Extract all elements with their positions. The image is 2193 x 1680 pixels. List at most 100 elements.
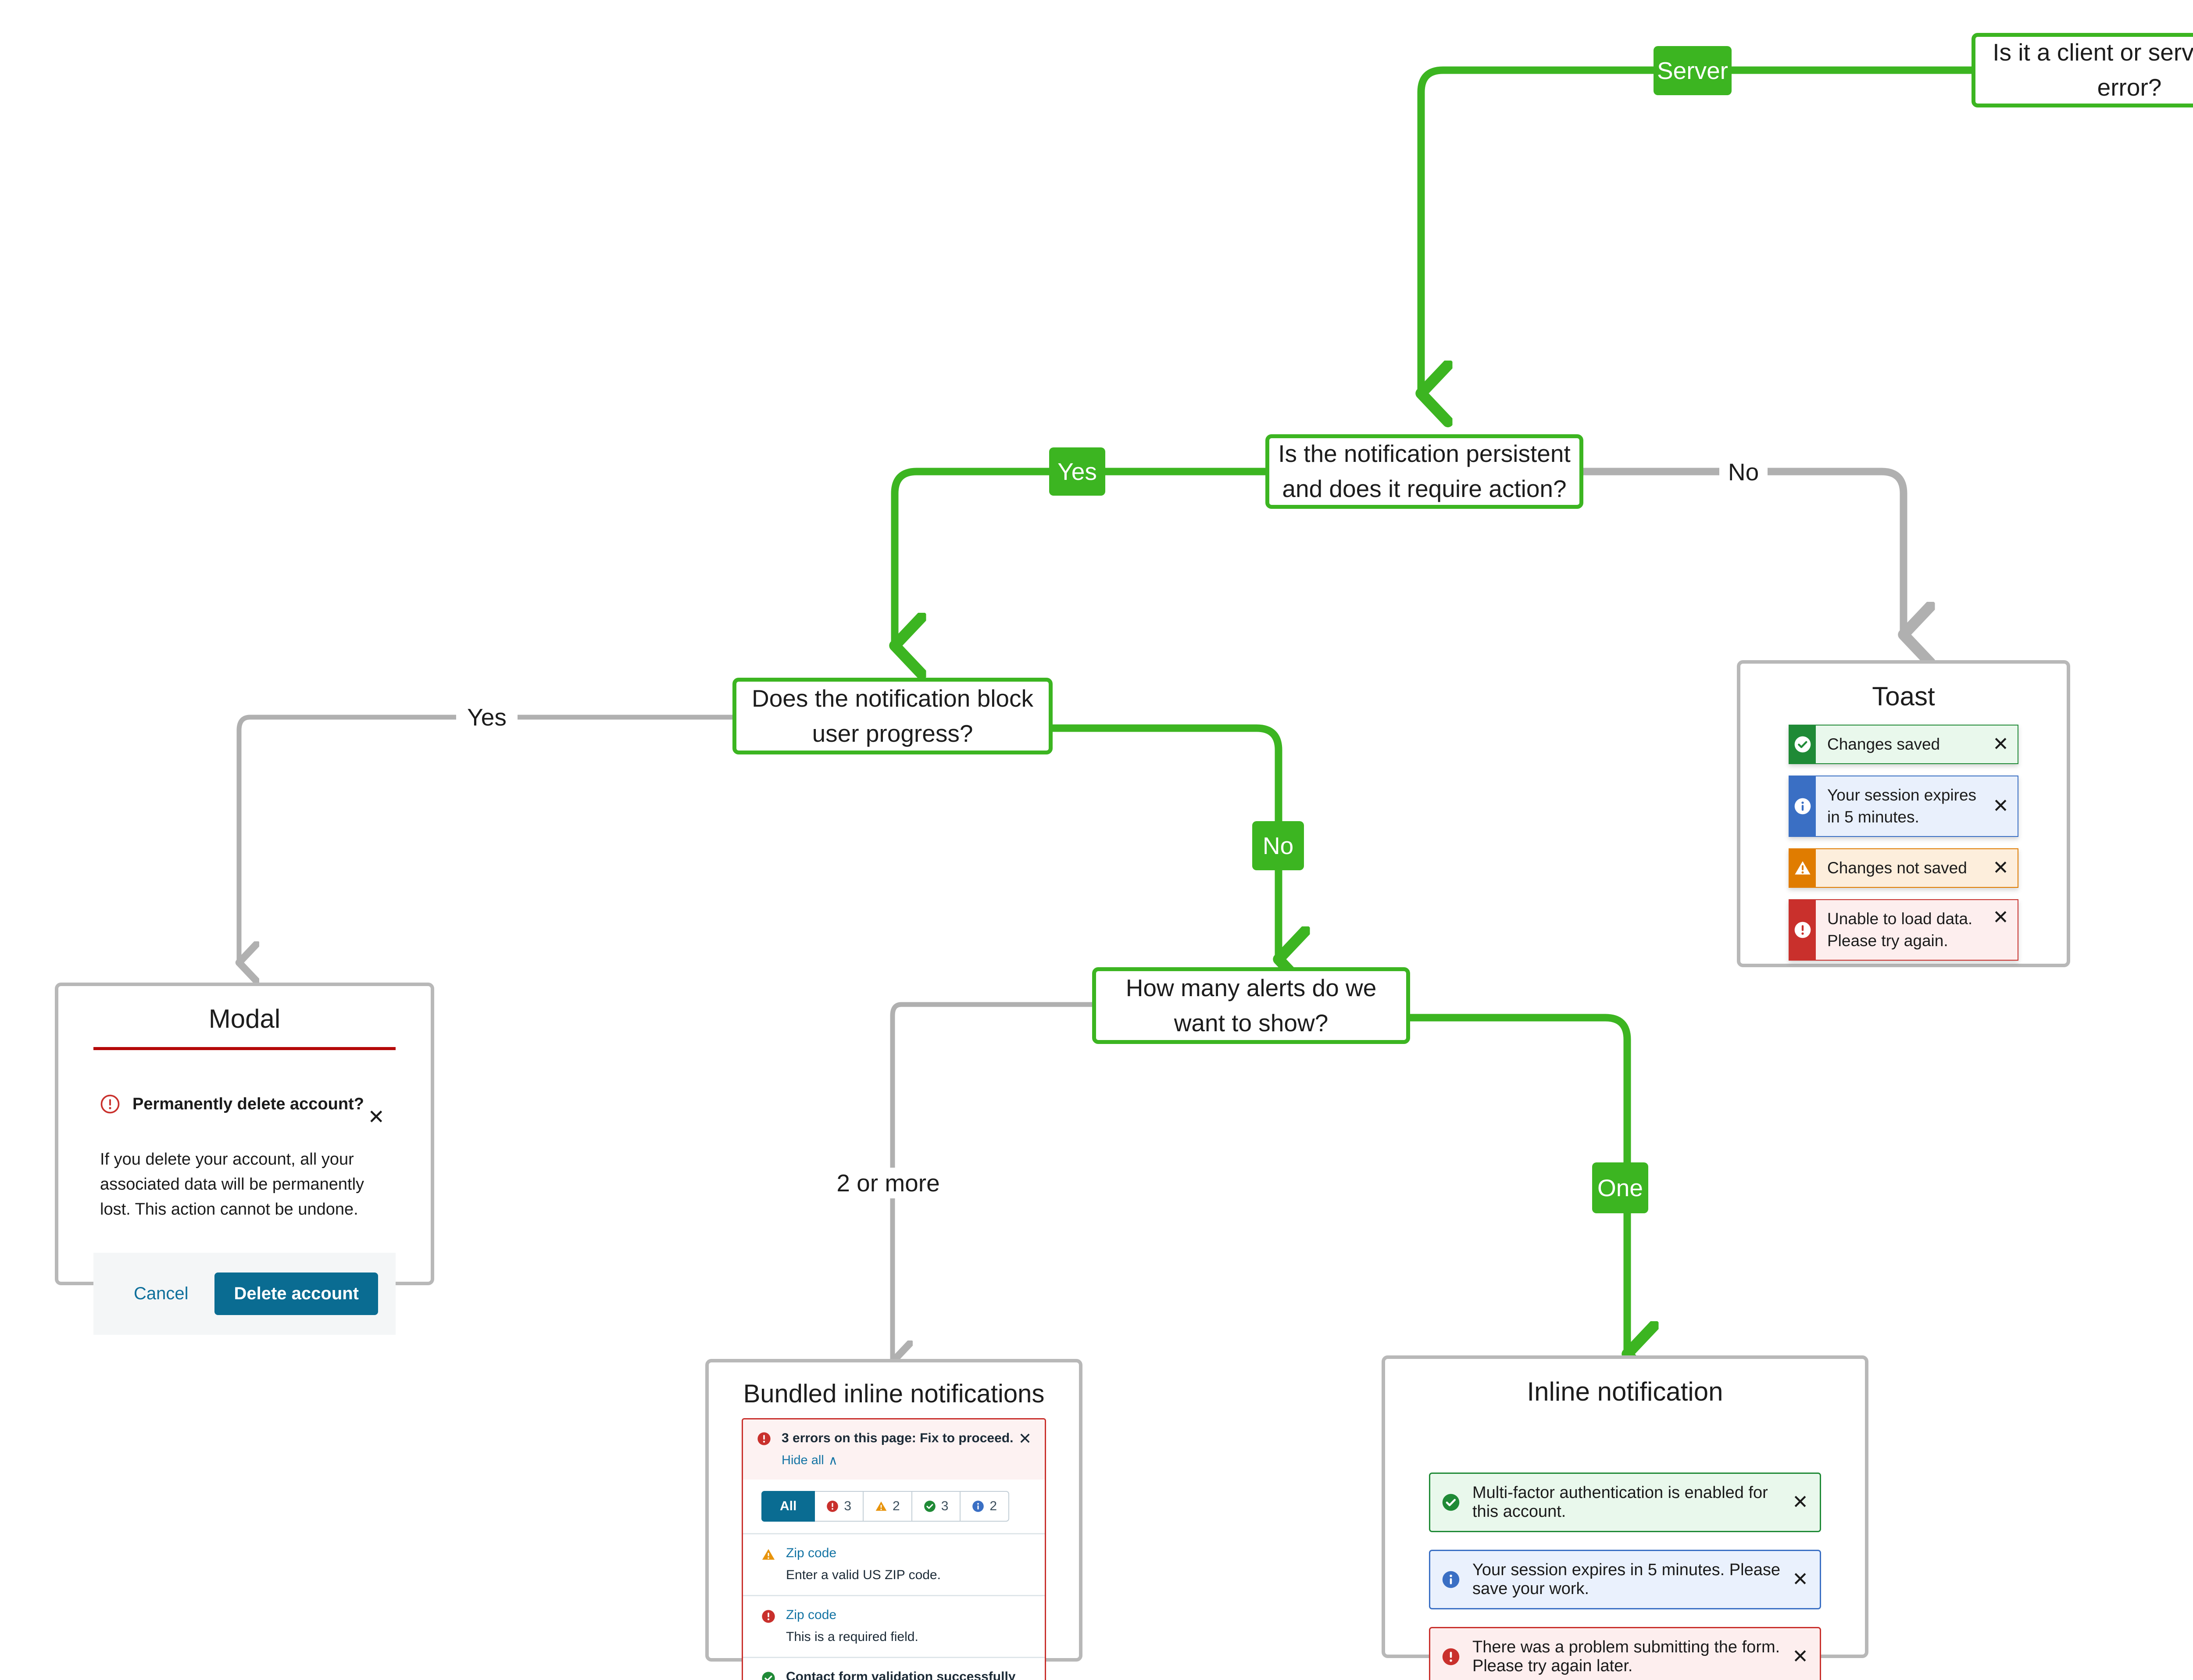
edge-label-block-yes: Yes — [456, 703, 518, 732]
toast-item[interactable]: Your session expires in 5 minutes. ✕ — [1789, 775, 2018, 837]
panel-inline-notification: Inline notification Multi-factor authent… — [1382, 1355, 1868, 1680]
bundled-filter-chips: All 3 2 3 — [743, 1480, 1045, 1533]
warning-triangle-icon — [761, 1548, 775, 1562]
node-persistent[interactable]: Is the notification persistent and does … — [1265, 434, 1583, 509]
error-circle-icon — [757, 1432, 771, 1446]
filter-chip-success-count: 3 — [941, 1499, 949, 1513]
edge-server — [1421, 66, 1975, 390]
toast-text: Unable to load data. Please try again. — [1827, 909, 1973, 950]
filter-chip-success[interactable]: 3 — [912, 1491, 961, 1522]
error-circle-icon — [761, 1609, 775, 1623]
bundled-row-title[interactable]: Zip code — [786, 1608, 837, 1622]
modal-footer: Cancel Delete account — [93, 1253, 396, 1335]
toast-body: Unable to load data. Please try again. ✕ — [1816, 900, 2018, 960]
modal-body-text: If you delete your account, all your ass… — [100, 1150, 364, 1219]
node-block-progress[interactable]: Does the notification block user progres… — [732, 678, 1053, 754]
bundled-row[interactable]: Zip code This is a required field. — [743, 1595, 1045, 1657]
edge-block-yes — [239, 715, 735, 961]
close-icon[interactable]: ✕ — [1792, 1646, 1808, 1667]
close-icon[interactable]: ✕ — [368, 1105, 385, 1128]
bundled-row[interactable]: Zip code Enter a valid US ZIP code. — [743, 1533, 1045, 1595]
close-icon[interactable]: ✕ — [1792, 1491, 1808, 1513]
inline-text: Multi-factor authentication is enabled f… — [1472, 1483, 1768, 1521]
toast-text: Your session expires in 5 minutes. — [1827, 786, 1977, 826]
toast-title: Toast — [1872, 682, 1935, 711]
edge-label-persistent-no: No — [1719, 458, 1768, 486]
filter-chip-info-count: 2 — [989, 1499, 997, 1513]
warning-triangle-icon — [1794, 859, 1811, 877]
hide-all-toggle[interactable]: Hide all ∧ — [782, 1453, 838, 1468]
close-icon[interactable]: ✕ — [1993, 857, 2009, 879]
toast-icon-bar — [1789, 776, 1816, 836]
edge-label-server: Server — [1654, 46, 1732, 95]
modal-heading: Permanently delete account? — [132, 1094, 364, 1113]
toast-body: Your session expires in 5 minutes. ✕ — [1816, 776, 2018, 836]
close-icon[interactable]: ✕ — [1993, 795, 2009, 817]
panel-modal: Modal ✕ Permanently delete account? If y… — [55, 983, 434, 1335]
filter-chip-warning-count: 2 — [893, 1499, 900, 1513]
edge-label-alerts-many: 2 or more — [829, 1168, 947, 1198]
filter-chip-info[interactable]: 2 — [961, 1491, 1010, 1522]
error-circle-outline-icon — [100, 1094, 120, 1114]
toast-body: Changes not saved ✕ — [1816, 849, 2018, 887]
close-icon[interactable]: ✕ — [1018, 1430, 1032, 1448]
toast-icon-bar — [1789, 726, 1816, 763]
bundled-row[interactable]: Contact form validation successfully com… — [743, 1657, 1045, 1680]
edge-label-persistent-yes: Yes — [1049, 447, 1105, 496]
toast-icon-bar — [1789, 900, 1816, 960]
info-circle-icon — [1442, 1570, 1460, 1589]
edge-label-block-no: No — [1252, 821, 1304, 870]
inline-text: There was a problem submitting the form.… — [1472, 1638, 1780, 1675]
edge-block-no — [1049, 724, 1279, 956]
error-circle-icon — [826, 1500, 839, 1512]
bundled-row-title[interactable]: Zip code — [786, 1546, 837, 1560]
close-icon[interactable]: ✕ — [1993, 906, 2009, 928]
toast-item[interactable]: Unable to load data. Please try again. ✕ — [1789, 899, 2018, 961]
inline-title: Inline notification — [1527, 1377, 1723, 1406]
filter-chip-all-label: All — [780, 1499, 797, 1513]
edge-alerts-many — [893, 1002, 1099, 1360]
check-circle-icon — [1442, 1493, 1460, 1512]
node-persistent-label: Is the notification persistent and does … — [1278, 440, 1571, 502]
filter-chip-all[interactable]: All — [761, 1491, 815, 1522]
close-icon[interactable]: ✕ — [1792, 1569, 1808, 1590]
cancel-button[interactable]: Cancel — [115, 1278, 207, 1310]
warning-triangle-icon — [875, 1500, 887, 1512]
error-circle-icon — [1442, 1648, 1460, 1666]
toast-item[interactable]: Changes not saved ✕ — [1789, 848, 2018, 888]
toast-body: Changes saved ✕ — [1816, 726, 2018, 763]
bundled-row-title: Contact form validation successfully com… — [786, 1669, 1016, 1680]
modal-heading-row: Permanently delete account? — [100, 1094, 389, 1114]
filter-chip-warning[interactable]: 2 — [864, 1491, 912, 1522]
bundled-summary-header: 3 errors on this page: Fix to proceed. H… — [743, 1419, 1045, 1480]
error-circle-icon — [1794, 921, 1811, 939]
edge-persistent-no — [1579, 468, 1904, 632]
inline-item[interactable]: Multi-factor authentication is enabled f… — [1429, 1473, 1821, 1532]
node-alert-count-label: How many alerts do we want to show? — [1125, 974, 1377, 1037]
filter-chip-error-count: 3 — [844, 1499, 852, 1513]
inline-notification-list: Multi-factor authentication is enabled f… — [1429, 1473, 1821, 1680]
modal-accent-rule — [93, 1047, 396, 1050]
close-icon[interactable]: ✕ — [1993, 733, 2009, 755]
panel-bundled-notifications: Bundled inline notifications 3 errors on… — [705, 1359, 1082, 1680]
node-block-progress-label: Does the notification block user progres… — [751, 684, 1034, 747]
check-circle-icon — [761, 1671, 775, 1680]
hide-all-label: Hide all — [782, 1453, 824, 1467]
filter-chip-error[interactable]: 3 — [815, 1491, 864, 1522]
panel-toast: Toast Changes saved ✕ — [1737, 660, 2070, 967]
info-circle-icon — [1794, 797, 1811, 815]
chevron-up-icon: ∧ — [828, 1454, 838, 1468]
edge-label-alerts-one: One — [1592, 1162, 1648, 1213]
toast-item[interactable]: Changes saved ✕ — [1789, 725, 2018, 764]
node-alert-count[interactable]: How many alerts do we want to show? — [1092, 967, 1410, 1044]
check-circle-icon — [1794, 736, 1811, 753]
inline-item[interactable]: There was a problem submitting the form.… — [1429, 1627, 1821, 1680]
info-circle-icon — [972, 1500, 984, 1512]
inline-item[interactable]: Your session expires in 5 minutes. Pleas… — [1429, 1550, 1821, 1609]
delete-account-button[interactable]: Delete account — [214, 1273, 378, 1315]
bundled-title: Bundled inline notifications — [743, 1380, 1045, 1408]
modal-title: Modal — [208, 1004, 281, 1033]
